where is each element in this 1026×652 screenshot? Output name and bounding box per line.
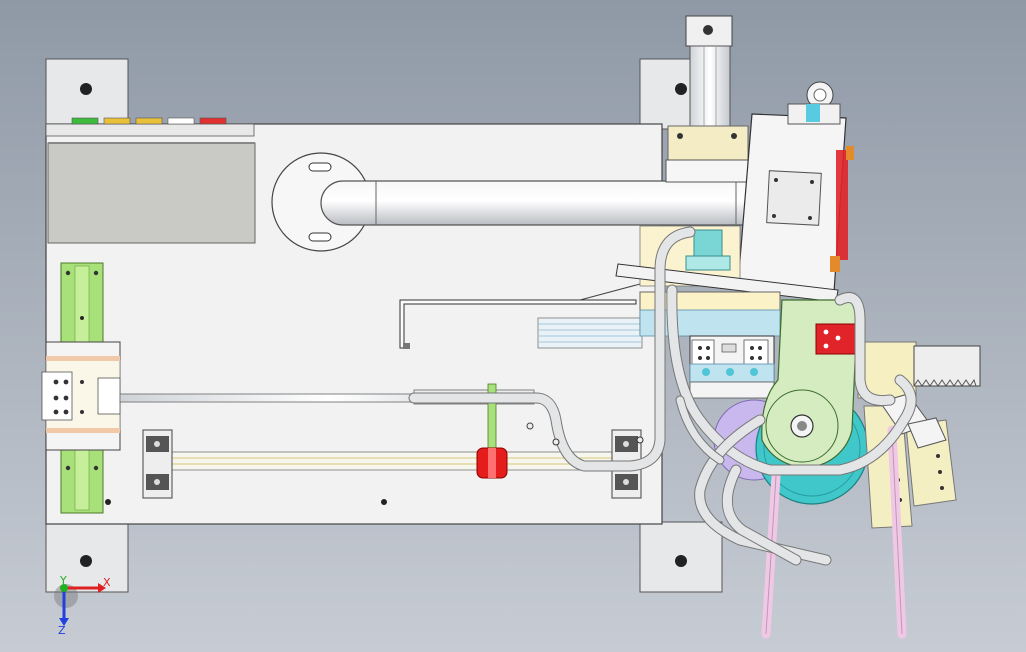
- corner-blocks: [45, 58, 723, 593]
- indicator-light: [199, 117, 227, 125]
- bent-tubing: [408, 226, 917, 566]
- indicator-light: [167, 117, 195, 125]
- axis-y-label: Y: [59, 574, 67, 587]
- axis-z-label: Z: [58, 624, 66, 637]
- bolt-hole: [675, 83, 687, 95]
- axis-triad[interactable]: X Y Z: [54, 574, 111, 637]
- bolt-hole: [675, 555, 687, 567]
- base-plate-top-strip: [45, 123, 255, 137]
- axis-x-label: X: [103, 576, 111, 589]
- pneumatic-cylinder: [665, 15, 749, 183]
- bolt-hole: [80, 83, 92, 95]
- l-lever: [399, 299, 637, 349]
- panel-indicators: [71, 117, 227, 125]
- left-carriage: [41, 341, 121, 451]
- rack: [857, 341, 981, 399]
- main-handle-pipe: [320, 180, 815, 226]
- red-roller: [476, 383, 534, 479]
- control-panel: [47, 142, 256, 244]
- rail-end-block-left: [142, 429, 173, 499]
- bolt-hole: [80, 555, 92, 567]
- slide-rails: [537, 317, 643, 349]
- red-clamp-block: [815, 323, 861, 355]
- pink-tubes: [761, 425, 907, 639]
- lower-guide-rail: [169, 451, 615, 471]
- indicator-light: [103, 117, 131, 125]
- indicator-light: [71, 117, 99, 125]
- indicator-light: [135, 117, 163, 125]
- head-housing: [737, 81, 854, 293]
